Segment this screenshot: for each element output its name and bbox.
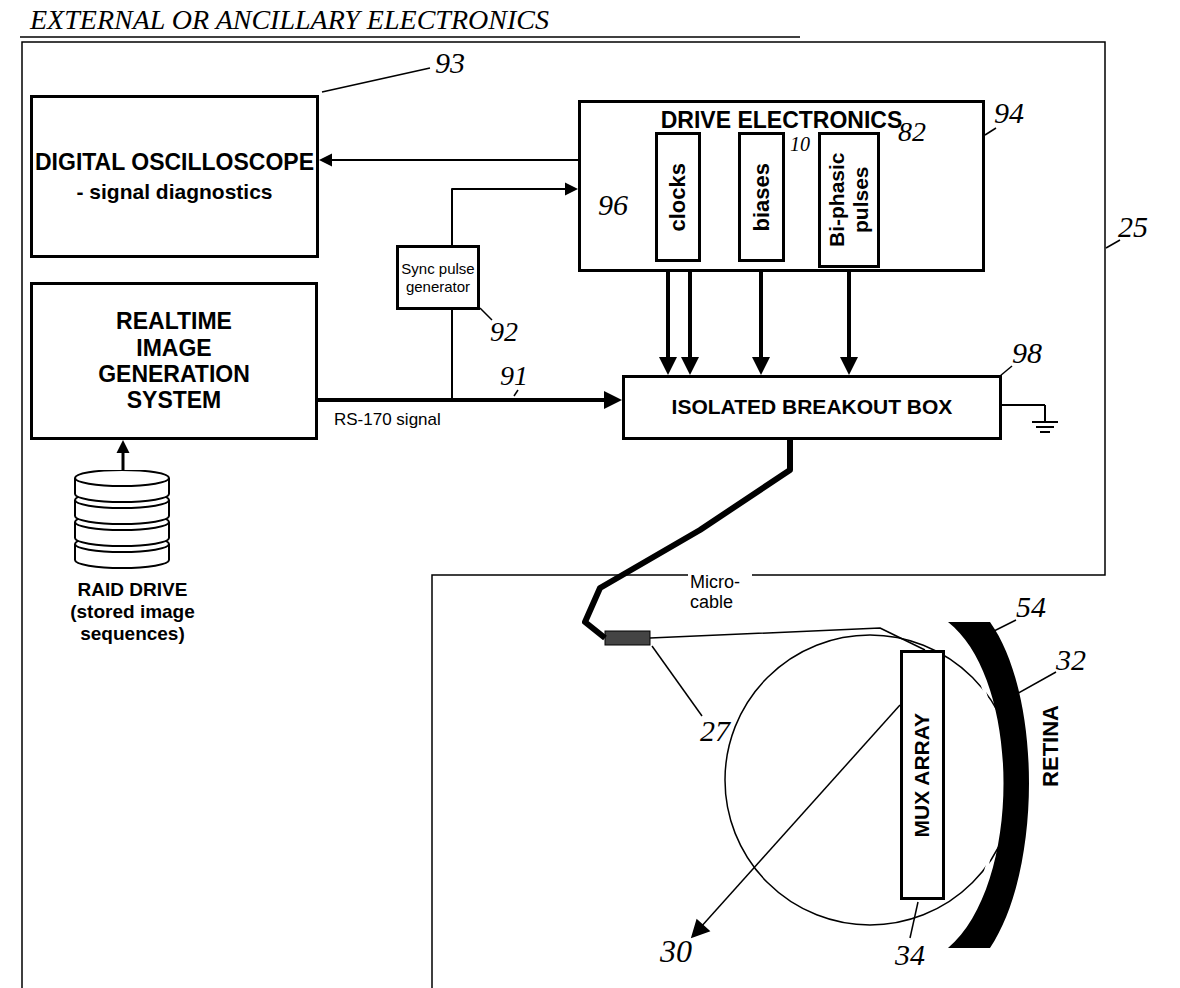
connector-line — [122, 451, 125, 470]
signal-block: clocks — [655, 132, 701, 262]
connector — [319, 154, 578, 167]
arrow-head — [604, 391, 622, 409]
node-title: DIGITAL OSCILLOSCOPE — [35, 149, 314, 175]
retina-band — [948, 622, 1029, 948]
leader-lines — [322, 68, 1120, 938]
connector-line — [330, 159, 578, 161]
node-title: ISOLATED BREAKOUT BOX — [672, 395, 953, 419]
signal-block: biases — [738, 132, 785, 262]
arrow-head — [117, 440, 130, 453]
node-subtitle: - signal diagnostics — [76, 180, 272, 204]
connector — [452, 183, 578, 246]
arrow-head — [659, 357, 677, 375]
callout-number: 54 — [1016, 592, 1046, 622]
cable-connector — [605, 631, 650, 645]
disk-stack — [50, 470, 215, 570]
node-title: REALTIME IMAGE GENERATION SYSTEM — [88, 308, 260, 414]
node-title: MUX ARRAY — [910, 713, 934, 837]
callout-number: 27 — [700, 716, 730, 746]
connector — [117, 440, 130, 470]
node-title: Bi-phasic pulses — [825, 135, 873, 265]
retina-inner — [956, 640, 998, 930]
instrument-box: DIGITAL OSCILLOSCOPE - signal diagnostics — [30, 95, 319, 258]
connector — [659, 262, 677, 375]
connector-line — [585, 440, 790, 638]
connector — [681, 262, 699, 375]
arrow-head — [752, 357, 770, 375]
arrow-head — [840, 357, 858, 375]
eyeball — [725, 635, 1015, 925]
node-title: DRIVE ELECTRONICS — [661, 107, 903, 133]
node-title: RAID DRIVE (stored image sequences) — [50, 579, 215, 645]
breakout-box: ISOLATED BREAKOUT BOX — [622, 375, 1002, 440]
callout-number: 93 — [435, 48, 465, 78]
disk-top — [75, 470, 169, 486]
storage-drive: RAID DRIVE (stored image sequences) — [50, 470, 215, 645]
connector-line — [452, 189, 567, 245]
generator-box: Sync pulse generator — [396, 245, 480, 310]
connector — [585, 440, 925, 650]
connector — [318, 310, 452, 400]
arrow-head — [319, 154, 332, 167]
callout-number: 34 — [895, 940, 925, 970]
part-label: RETINA — [1040, 705, 1062, 787]
callout-number: 91 — [500, 362, 528, 390]
node-title: biases — [749, 163, 774, 232]
mux-array: MUX ARRAY — [900, 650, 945, 900]
callout-number: 92 — [490, 318, 518, 346]
callout-number: 94 — [994, 98, 1024, 128]
callout-number: 32 — [1056, 645, 1086, 675]
node-title: Sync pulse generator — [401, 260, 475, 295]
signal-block: Bi-phasic pulses — [818, 132, 880, 268]
callout-number: 82 — [898, 118, 926, 146]
connector — [840, 268, 858, 375]
callout-number: 10 — [790, 134, 810, 154]
connector-line — [847, 268, 851, 359]
title-underline — [20, 36, 800, 38]
arrow-head — [565, 183, 578, 196]
node-title: clocks — [665, 163, 690, 232]
connector — [752, 262, 770, 375]
ground-symbol — [1002, 405, 1058, 432]
connector-line — [650, 628, 925, 650]
process-box: REALTIME IMAGE GENERATION SYSTEM — [30, 282, 318, 440]
connector-line — [759, 262, 763, 359]
connector-line — [318, 310, 452, 400]
edge-label: Micro- cable — [688, 572, 752, 614]
connector-line — [666, 262, 670, 359]
diagram-title: EXTERNAL OR ANCILLARY ELECTRONICS — [30, 6, 549, 34]
connector-line — [688, 262, 692, 359]
arrow-head — [681, 357, 699, 375]
callout-number: 98 — [1012, 338, 1042, 368]
callout-number: 96 — [598, 190, 628, 220]
edge-label: RS-170 signal — [332, 410, 443, 429]
callout-number: 25 — [1118, 212, 1148, 242]
region-outline — [22, 42, 1105, 988]
callout-number: 30 — [660, 935, 692, 967]
